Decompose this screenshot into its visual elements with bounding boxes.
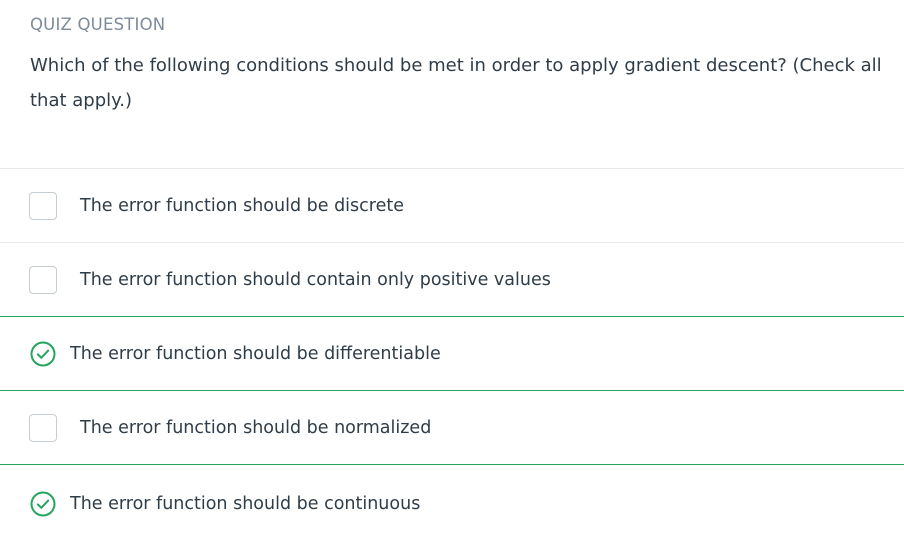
- option-discrete[interactable]: The error function should be discrete: [0, 168, 904, 242]
- quiz-question-label: QUIZ QUESTION: [30, 15, 166, 34]
- question-text: Which of the following conditions should…: [30, 55, 882, 111]
- option-differentiable[interactable]: The error function should be differentia…: [0, 316, 904, 390]
- option-continuous[interactable]: The error function should be continuous: [0, 464, 904, 542]
- checkbox[interactable]: [29, 413, 57, 442]
- checkbox[interactable]: [29, 265, 57, 294]
- check-circle-icon[interactable]: [30, 341, 56, 367]
- option-label: The error function should be normalized: [80, 417, 432, 438]
- option-label: The error function should be continuous: [70, 493, 421, 514]
- option-label: The error function should be discrete: [80, 195, 404, 216]
- option-label: The error function should be differentia…: [70, 343, 441, 364]
- checkbox[interactable]: [29, 191, 57, 220]
- option-positive-values[interactable]: The error function should contain only p…: [0, 242, 904, 316]
- options-list: The error function should be discrete Th…: [0, 168, 904, 542]
- option-normalized[interactable]: The error function should be normalized: [0, 390, 904, 464]
- option-label: The error function should contain only p…: [80, 269, 551, 290]
- check-circle-icon[interactable]: [30, 491, 56, 517]
